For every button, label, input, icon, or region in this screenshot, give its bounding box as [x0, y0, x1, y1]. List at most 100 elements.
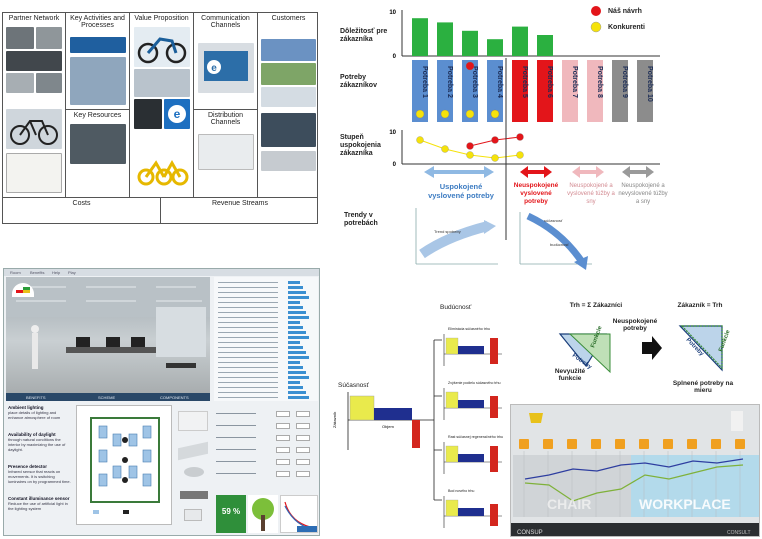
settings-row[interactable]: [218, 286, 314, 289]
scenario-bar-red: [490, 446, 498, 472]
tab-benefits[interactable]: Benefits: [30, 270, 45, 275]
settings-row-line: [218, 352, 278, 353]
settings-row[interactable]: [218, 366, 314, 369]
satisfaction-point: [466, 142, 474, 150]
settings-row-line: [218, 312, 278, 313]
settings-row[interactable]: [218, 346, 314, 349]
settings-row[interactable]: [218, 311, 314, 314]
tab-room[interactable]: Room: [10, 270, 21, 275]
present-bar-yellow: [349, 395, 375, 421]
costs-cell: Costs: [3, 198, 161, 223]
settings-row[interactable]: [218, 356, 314, 359]
key-activities-title: Key Activities and Processes: [70, 15, 125, 29]
photo-shop: [36, 73, 62, 93]
need-column: [487, 60, 503, 122]
trend-arrowhead-2: [574, 256, 588, 270]
market-svg: Potreby Funkcie Funkcie Potreby: [558, 325, 732, 374]
settings-row[interactable]: [218, 291, 314, 294]
settings-row[interactable]: [218, 296, 314, 299]
settings-row-line: [218, 317, 278, 318]
tab-scheme-view[interactable]: SCHEME: [98, 395, 116, 400]
importance-bar: [537, 35, 553, 56]
customer-needs-diagram: Dôležitosť pre zákazníka Potreby zákazní…: [338, 0, 668, 280]
bicycle-icon: [10, 120, 58, 145]
need-column-label: Potreba 8: [596, 66, 603, 98]
settings-row-line: [218, 332, 278, 333]
needs-label: Potreby zákazníkov: [340, 74, 377, 89]
settings-row[interactable]: [218, 391, 314, 394]
need-column: [562, 60, 578, 122]
key-resources-cell: Key Resources: [66, 110, 130, 198]
importance-bar: [437, 22, 453, 56]
value-row: [216, 447, 316, 453]
need-column: [612, 60, 628, 122]
settings-row[interactable]: [218, 341, 314, 344]
value-row: [216, 435, 316, 441]
view-tab-bar: BENEFITS SCHEME COMPONENTS: [6, 393, 210, 401]
settings-row[interactable]: [218, 376, 314, 379]
satisfaction-point: [491, 154, 499, 162]
chair-chart-svg: CHAIR WORKPLACE CONSUP CONSULT: [511, 405, 759, 536]
unspoken-text: Neuspokojené a nevyslovené túžby a sny: [618, 183, 668, 205]
value-row: [216, 471, 316, 477]
present-future-chart: Súčasnosť Budúcnosť Zákazník Objem Elimi…: [330, 300, 505, 535]
tab-play[interactable]: Play: [68, 270, 76, 275]
settings-row[interactable]: [218, 361, 314, 364]
value-proposition-title: Value Proposition: [134, 15, 189, 22]
values-table: [216, 407, 316, 487]
benefits-list: Ambient lighting place details of lighti…: [8, 405, 72, 533]
settings-row[interactable]: [218, 331, 314, 334]
settings-row[interactable]: [218, 371, 314, 374]
settings-row[interactable]: [218, 326, 314, 329]
top-tab-bar: Room Benefits Help Play: [4, 269, 319, 276]
scenario-bar-red: [490, 504, 498, 526]
settings-row[interactable]: [218, 396, 314, 399]
settings-row-line: [218, 362, 278, 363]
settings-row[interactable]: [218, 321, 314, 324]
customers-title: Customers: [271, 15, 306, 22]
settings-row[interactable]: [218, 351, 314, 354]
settings-row-level: [288, 316, 309, 319]
settings-row[interactable]: [218, 281, 314, 284]
ebike-icon: [137, 37, 187, 64]
scenario-bar-red: [490, 338, 498, 364]
settings-row-level: [288, 311, 306, 314]
scenario-bar-blue: [458, 454, 484, 462]
tab-help[interactable]: Help: [52, 270, 61, 275]
importance-axis-min: 0: [393, 54, 397, 60]
tab-benefits-view[interactable]: BENEFITS: [26, 395, 46, 400]
settings-row-level: [288, 391, 306, 394]
settings-row[interactable]: [218, 386, 314, 389]
trends-label: Trendy v potrebách: [344, 212, 378, 227]
satisfaction-axis-min: 0: [393, 162, 397, 168]
settings-row-level: [288, 366, 303, 369]
photo-building: [6, 27, 34, 49]
settings-row-line: [218, 377, 278, 378]
volume-axis: Objem: [382, 424, 394, 429]
value-row-label: [216, 449, 256, 450]
partner-network-title: Partner Network: [8, 15, 60, 22]
settings-row[interactable]: [218, 306, 314, 309]
svg-text:e: e: [211, 63, 217, 74]
settings-row[interactable]: [218, 336, 314, 339]
floor-plan: [76, 405, 172, 525]
green-line: [524, 464, 744, 502]
settings-row-line: [218, 307, 278, 308]
value-row-box: [276, 411, 290, 417]
fit-triangle-blue: [678, 325, 723, 372]
settings-row-line: [218, 392, 278, 393]
settings-row[interactable]: [218, 301, 314, 304]
need-dot: [465, 61, 475, 71]
settings-row[interactable]: [218, 381, 314, 384]
photo-factory: [70, 124, 126, 164]
fulfilled-needs-label: Splnené potreby na mieru: [672, 380, 734, 394]
tab-components-view[interactable]: COMPONENTS: [160, 395, 189, 400]
need-column: [587, 60, 603, 122]
lamp-marker: [98, 425, 108, 439]
photo-yellow-bikes: [134, 141, 190, 193]
settings-row[interactable]: [218, 316, 314, 319]
settings-row-line: [218, 292, 278, 293]
settings-row-level: [288, 281, 300, 284]
yellow-bikes-icon: [137, 159, 189, 186]
